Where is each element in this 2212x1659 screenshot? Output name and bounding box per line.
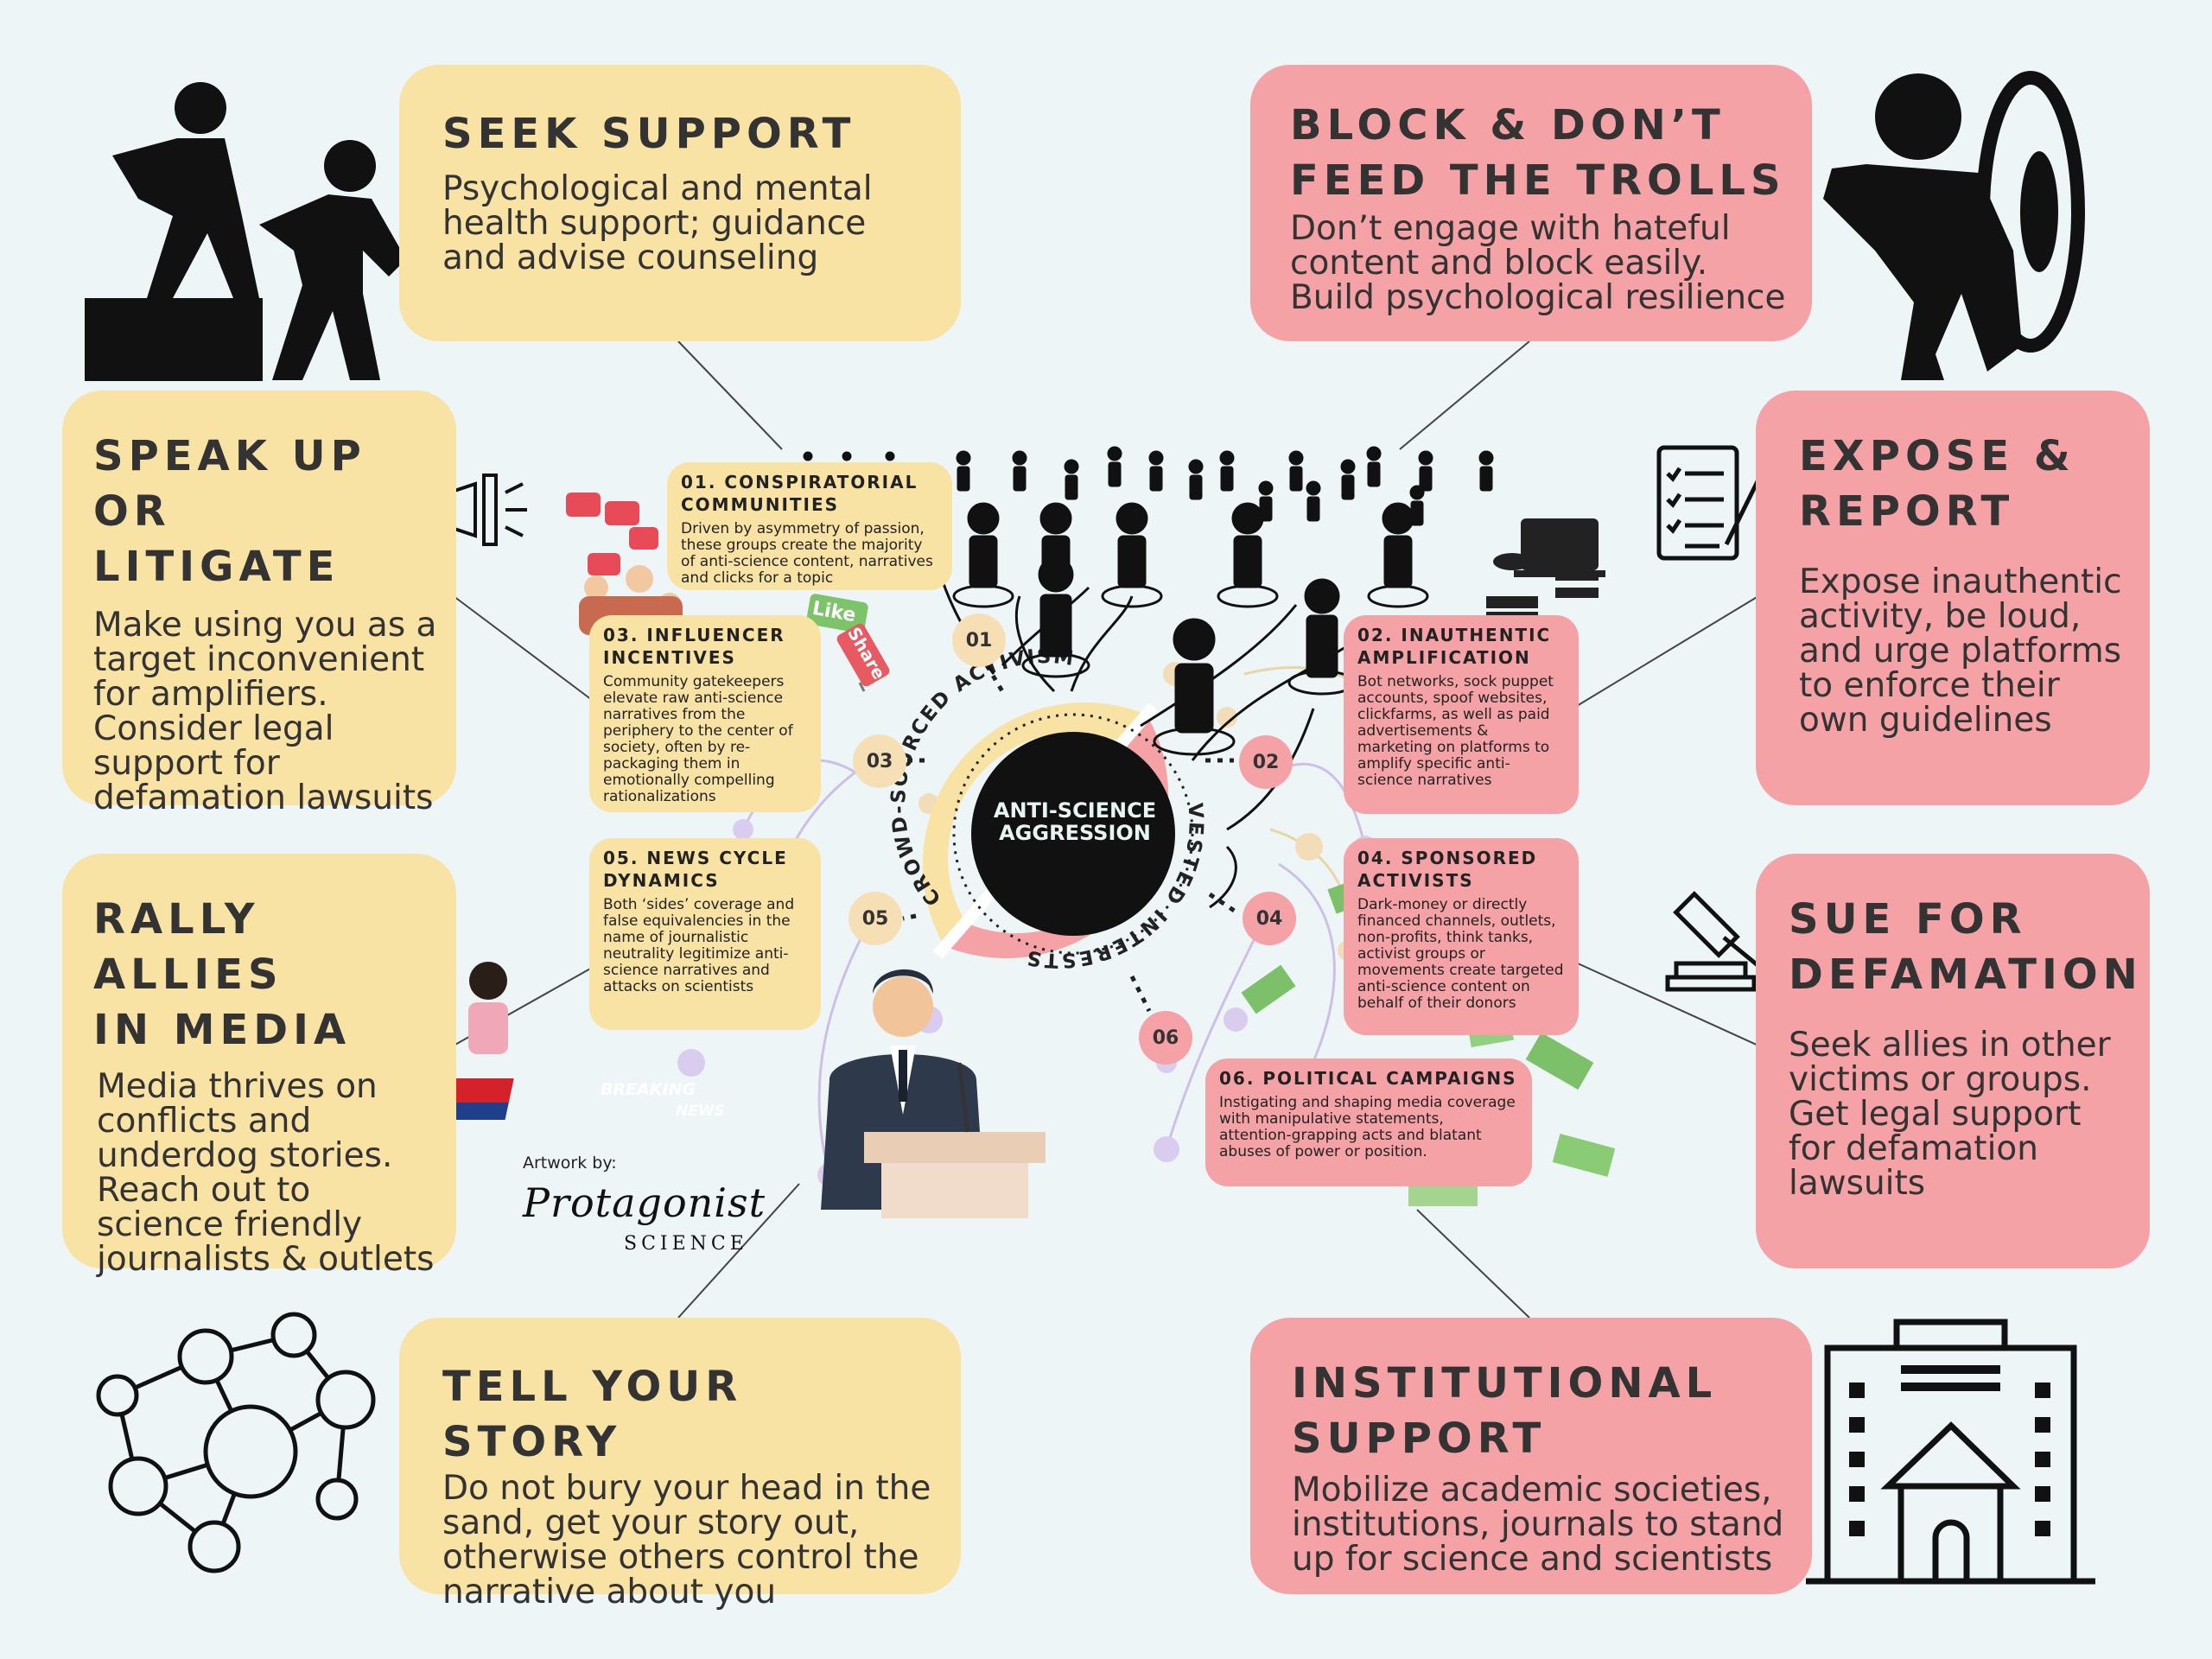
card-title-line1: SPEAK UP OR	[93, 432, 366, 536]
card-body: Media thrives on conflicts and underdog …	[97, 1067, 435, 1279]
number-badge-05: 05	[849, 892, 902, 945]
card-seek-support: SEEK SUPPORT Psychological and mental he…	[399, 65, 961, 341]
driver-05: 05. NEWS CYCLE DYNAMICS Both ‘sides’ cov…	[589, 838, 821, 1030]
like-share-stickers	[806, 594, 890, 692]
driver-06: 06. POLITICAL CAMPAIGNS Instigating and …	[1205, 1058, 1532, 1186]
card-title-line2: REPORT	[1799, 487, 2015, 536]
number-badge-06: 06	[1139, 1011, 1192, 1065]
driver-body: Instigating and shaping media coverage w…	[1219, 1094, 1516, 1160]
card-title-line1: BLOCK & DON’T	[1290, 101, 1726, 149]
driver-title: 03. INFLUENCER INCENTIVES	[603, 625, 785, 668]
driver-title: 02. INAUTHENTIC AMPLIFICATION	[1357, 625, 1552, 668]
card-speak-up: SPEAK UP OR LITIGATE Make using you as a…	[62, 391, 456, 816]
news-label: NEWS	[676, 1103, 725, 1120]
driver-title: 05. NEWS CYCLE DYNAMICS	[603, 848, 788, 891]
card-title-line1: INSTITUTIONAL	[1292, 1359, 1718, 1408]
social-stickers	[566, 493, 683, 635]
number-badge-03: 03	[853, 734, 906, 788]
card-title-line2: SUPPORT	[1292, 1414, 1547, 1463]
building-icon	[1806, 1319, 2095, 1585]
core-label: ANTI-SCIENCE AGGRESSION	[993, 798, 1157, 845]
figure-pads	[952, 584, 1429, 756]
driver-02: 02. INAUTHENTIC AMPLIFICATION Bot networ…	[1344, 615, 1579, 814]
card-body: Do not bury your head in the sand, get y…	[442, 1469, 931, 1611]
figure	[967, 502, 1414, 734]
card-title: TELL YOUR STORY	[442, 1363, 743, 1466]
checklist-icon	[1656, 445, 1765, 561]
card-title-line2: IN MEDIA	[93, 1006, 352, 1054]
card-title-line1: RALLY ALLIES	[93, 895, 283, 999]
network-people-icon	[96, 1312, 376, 1573]
artwork-credit-label: Artwork by:	[523, 1154, 617, 1173]
shield-figure-icon	[1823, 71, 2085, 380]
megaphone-icon	[422, 474, 527, 546]
driver-body: Community gatekeepers elevate raw anti-s…	[603, 673, 793, 805]
breaking-label: BREAKING	[601, 1080, 696, 1099]
card-tell-story: TELL YOUR STORY Do not bury your head in…	[399, 1318, 961, 1610]
driver-04: 04. SPONSORED ACTIVISTS Dark-money or di…	[1344, 838, 1579, 1035]
card-title: SEEK SUPPORT	[442, 110, 856, 158]
card-title-line2: FEED THE TROLLS	[1290, 156, 1786, 205]
driver-01: 01. CONSPIRATORIAL COMMUNITIES Driven by…	[667, 462, 952, 590]
card-title-line1: SUE FOR	[1789, 895, 2027, 944]
card-body: Seek allies in other victims or groups. …	[1789, 1026, 2111, 1203]
card-body: Psychological and mental health support;…	[442, 169, 873, 277]
driver-body: Both ‘sides’ coverage and false equivale…	[603, 896, 795, 995]
card-body: Mobilize academic societies, institution…	[1292, 1471, 1784, 1579]
card-institutional-support: INSTITUTIONAL SUPPORT Mobilize academic …	[1250, 1318, 1812, 1594]
card-title-line2: LITIGATE	[93, 543, 340, 591]
speaker-podium	[821, 969, 1046, 1218]
driver-body: Driven by asymmetry of passion, these gr…	[681, 520, 933, 587]
core-circle	[971, 732, 1175, 936]
number-badge-01: 01	[952, 613, 1006, 667]
card-title-line1: EXPOSE &	[1799, 432, 2075, 480]
card-rally-allies: RALLY ALLIES IN MEDIA Media thrives on c…	[62, 854, 456, 1277]
card-body: Don’t engage with hateful content and bl…	[1290, 209, 1786, 317]
helping-hand-icon	[85, 82, 406, 381]
driver-body: Bot networks, sock puppet accounts, spoo…	[1357, 673, 1554, 789]
driver-title: 01. CONSPIRATORIAL COMMUNITIES	[681, 472, 918, 515]
brand-logo-subtext: SCIENCE	[624, 1233, 748, 1255]
card-body: Expose inauthentic activity, be loud, an…	[1799, 563, 2122, 740]
card-block-trolls: BLOCK & DON’T FEED THE TROLLS Don’t enga…	[1250, 65, 1812, 341]
card-body: Make using you as a target inconvenient …	[93, 606, 437, 817]
number-badge-02: 02	[1239, 735, 1293, 789]
driver-body: Dark-money or directly financed channels…	[1357, 896, 1564, 1012]
driver-title: 06. POLITICAL CAMPAIGNS	[1219, 1068, 1517, 1089]
driver-03: 03. INFLUENCER INCENTIVES Community gate…	[589, 615, 821, 812]
card-sue-defamation: SUE FOR DEFAMATION Seek allies in other …	[1756, 854, 2150, 1268]
card-expose-report: EXPOSE & REPORT Expose inauthentic activ…	[1756, 391, 2150, 805]
number-badge-04: 04	[1243, 892, 1296, 945]
driver-title: 04. SPONSORED ACTIVISTS	[1357, 848, 1538, 891]
brand-logo-text: Protagonist	[523, 1179, 766, 1226]
card-title-line2: DEFAMATION	[1789, 950, 2143, 999]
